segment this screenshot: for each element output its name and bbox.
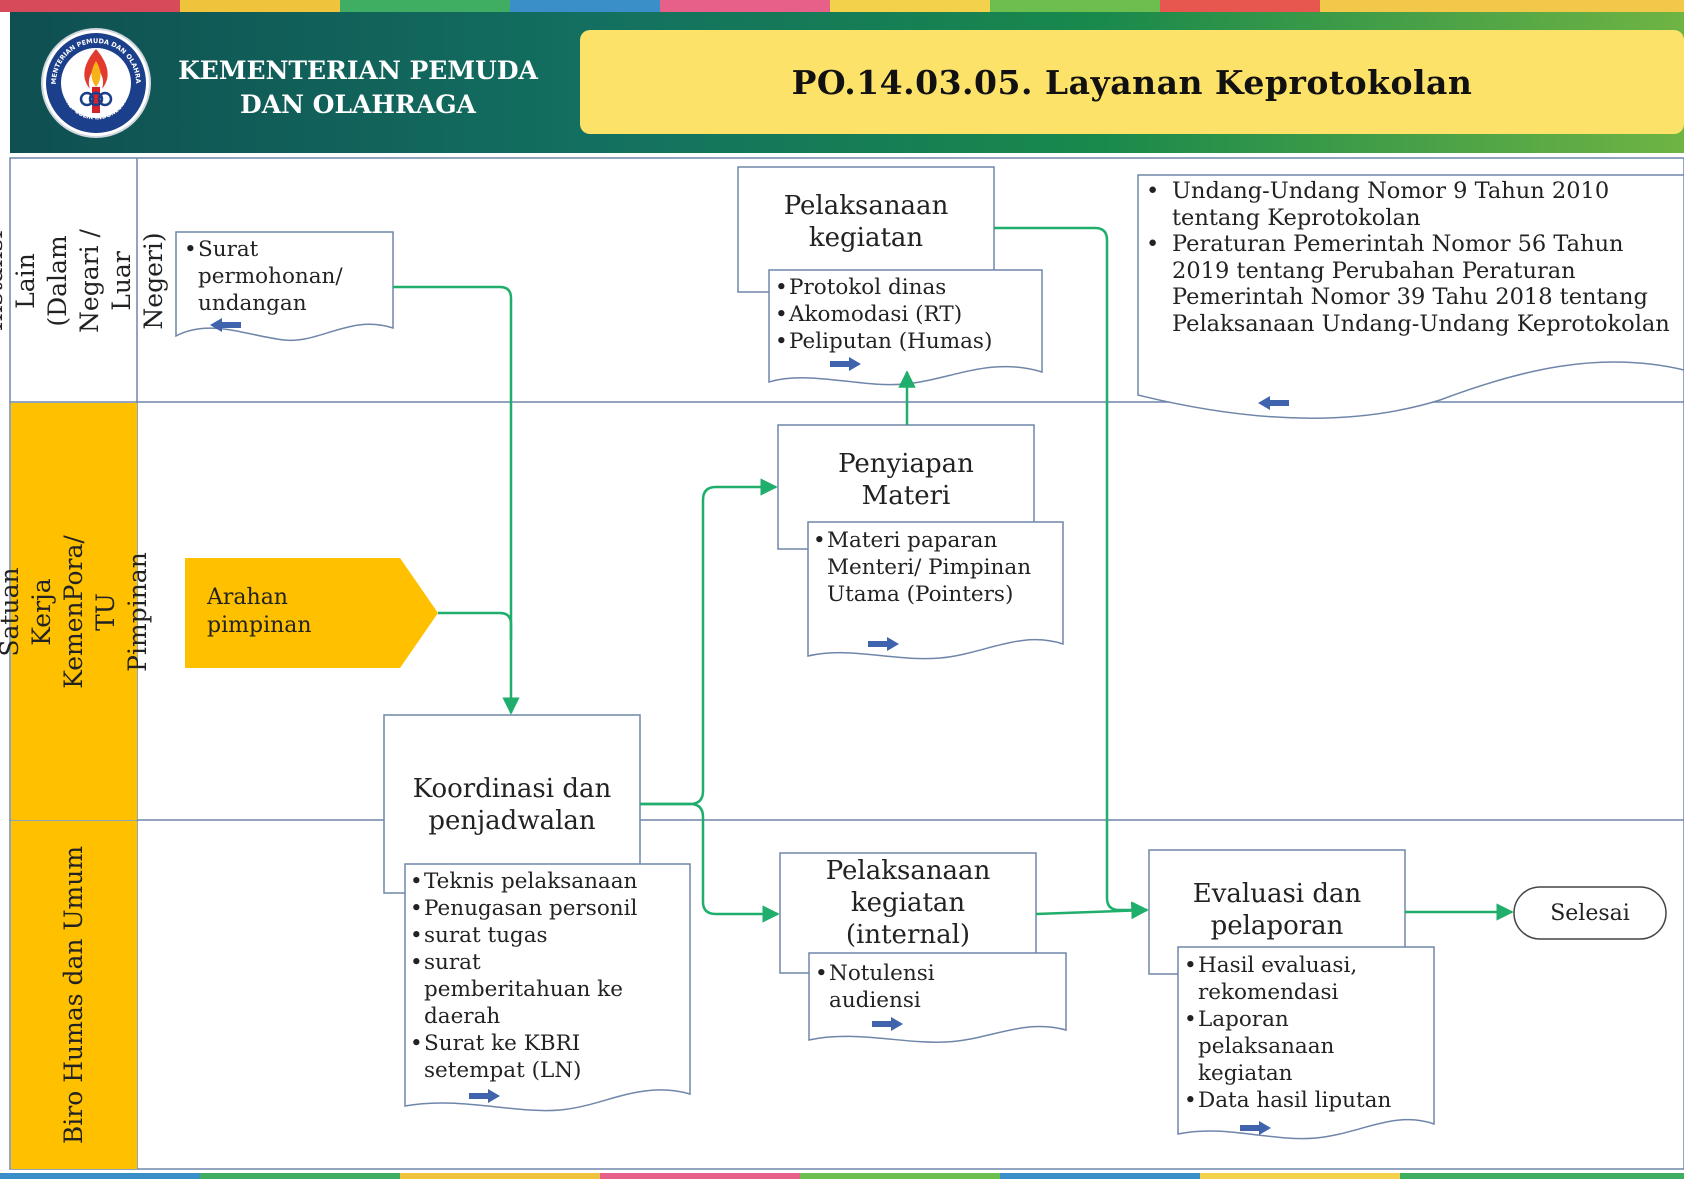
terminal-label: Selesai — [1550, 900, 1630, 926]
process-label-evaluasi: Evaluasi dan pelaporan — [1192, 879, 1362, 941]
doc-pelaksanaan-internal: Notulensi audiensi — [815, 960, 1015, 1014]
doc-item: Laporan pelaksanaan kegiatan — [1184, 1006, 1378, 1087]
doc-item: Undang-Undang Nomor 9 Tahun 2010 tentang… — [1140, 178, 1680, 231]
connector-arahan-koordinasi — [438, 611, 513, 640]
connector-pelaksanaan-evaluasi — [994, 226, 1149, 919]
page-header: KEMENTERIAN PEMUDA DAN OLAHRAGA REPUBLIK… — [10, 12, 1684, 153]
doc-item: Akomodasi (RT) — [775, 301, 1040, 328]
connector-internal-evaluasi — [1035, 901, 1149, 920]
doc-item: Notulensi audiensi — [815, 960, 969, 1014]
connector-koordinasi-penyiapan — [640, 478, 778, 806]
doc-koordinasi: Teknis pelaksanaan Penugasan personil su… — [410, 868, 688, 1084]
lane-label-biro: Biro Humas dan Umum — [59, 845, 88, 1145]
title-banner: PO.14.03.05. Layanan Keprotokolan — [580, 30, 1684, 134]
ministry-name: KEMENTERIAN PEMUDA DAN OLAHRAGA — [178, 56, 538, 119]
doc-item: Hasil evaluasi, rekomendasi — [1184, 952, 1398, 1006]
arrow-left-icon — [1258, 396, 1289, 410]
doc-item: Data hasil liputan — [1184, 1087, 1432, 1114]
doc-evaluasi: Hasil evaluasi, rekomendasi Laporan pela… — [1184, 952, 1432, 1114]
arahan-label: Arahan pimpinan — [207, 585, 312, 638]
arrow-right-icon — [868, 637, 899, 651]
doc-item: Penugasan personil — [410, 895, 688, 922]
arrow-right-icon — [872, 1017, 903, 1031]
arrow-right-icon — [830, 357, 861, 371]
connector-koordinasi-internal — [640, 802, 780, 923]
ministry-emblem-icon: KEMENTERIAN PEMUDA DAN OLAHRAGA REPUBLIK… — [37, 21, 151, 138]
doc-item: Protokol dinas — [775, 274, 1040, 301]
lane-label-satker: Satuan Kerja KemenPora/ TU Pimpinan — [0, 534, 152, 689]
input-shape-arahan — [185, 558, 438, 668]
doc-item: Surat ke KBRI setempat (LN) — [410, 1030, 644, 1084]
ministry-logo: KEMENTERIAN PEMUDA DAN OLAHRAGA REPUBLIK… — [37, 21, 152, 139]
doc-item: Peraturan Pemerintah Nomor 56 Tahun 2019… — [1140, 231, 1680, 337]
decorative-stripe-top — [0, 0, 1684, 12]
process-label-koordinasi: Koordinasi dan penjadwalan — [412, 774, 612, 836]
arrow-right-icon — [469, 1089, 500, 1103]
decorative-stripe-bottom — [0, 1173, 1684, 1179]
doc-item: Surat permohonan/ undangan — [184, 236, 384, 317]
doc-pelaksanaan: Protokol dinas Akomodasi (RT) Peliputan … — [775, 274, 1040, 355]
process-label-penyiapan: Penyiapan Materi — [838, 449, 974, 511]
lane-label-bg-biro — [11, 821, 137, 1169]
doc-penyiapan: Materi paparan Menteri/ Pimpinan Utama (… — [813, 527, 1063, 608]
doc-regulasi: Undang-Undang Nomor 9 Tahun 2010 tentang… — [1140, 178, 1680, 337]
doc-item: surat tugas — [410, 922, 688, 949]
terminal-selesai — [1513, 886, 1667, 940]
lane-label-instansi: Instansi Lain (Dalam Negari / Luar Neger… — [0, 228, 168, 333]
process-label-pelaksanaan-internal: Pelaksanaan kegiatan (internal) — [825, 856, 991, 950]
connector-surat-koordinasi — [393, 285, 520, 715]
arrow-left-icon — [210, 318, 241, 332]
doc-item: Teknis pelaksanaan — [410, 868, 688, 895]
page-title: PO.14.03.05. Layanan Keprotokolan — [791, 62, 1473, 102]
doc-surat: Surat permohonan/ undangan — [184, 236, 384, 317]
doc-item: surat pemberitahuan ke daerah — [410, 949, 644, 1030]
arrow-right-icon — [1240, 1121, 1271, 1135]
lane-label-bg-satker — [11, 403, 137, 820]
doc-item: Peliputan (Humas) — [775, 328, 1040, 355]
process-label-pelaksanaan: Pelaksanaan kegiatan — [783, 191, 949, 253]
doc-item: Materi paparan Menteri/ Pimpinan Utama (… — [813, 527, 1063, 608]
